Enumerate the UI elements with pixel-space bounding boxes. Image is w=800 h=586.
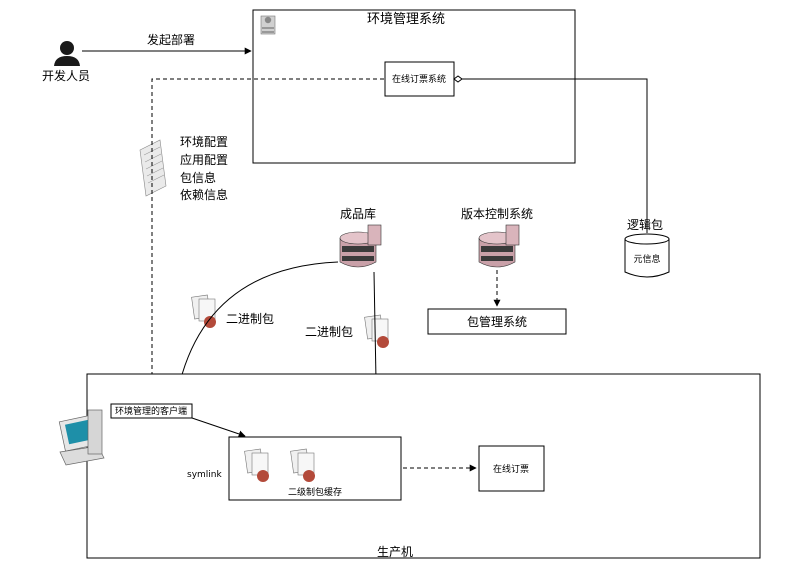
client-label: 环境管理的客户端 — [115, 405, 187, 417]
package-mgmt-label: 包管理系统 — [467, 314, 527, 329]
person-icon — [54, 41, 80, 66]
deploy-action-label: 发起部署 — [147, 32, 195, 47]
database-icon — [339, 224, 382, 268]
artifact-repo-label: 成品库 — [340, 206, 376, 221]
document-icon — [139, 139, 167, 197]
cylinder-icon — [624, 233, 670, 278]
production-box — [86, 373, 761, 559]
binary-package-icon-left — [191, 294, 216, 328]
config-line-1: 环境配置 — [180, 134, 228, 149]
client-box[interactable] — [110, 403, 193, 419]
config-line-2: 应用配置 — [180, 152, 228, 167]
online-booking-inner-box[interactable] — [384, 61, 455, 97]
cache-package-icon-1 — [244, 448, 269, 482]
cache-label: 二级制包缓存 — [288, 486, 342, 498]
logic-pkg-link — [458, 78, 648, 233]
vcs-label: 版本控制系统 — [461, 207, 533, 221]
computer-icon — [58, 409, 105, 466]
config-dashed-path — [148, 78, 384, 400]
online-booking-box[interactable] — [478, 445, 545, 492]
online-booking-label: 在线订票 — [493, 463, 529, 475]
server-icon — [260, 15, 276, 35]
config-line-3: 包信息 — [180, 170, 216, 185]
production-label: 生产机 — [377, 545, 413, 559]
logic-pkg-label: 逻辑包 — [627, 218, 663, 232]
developer-label: 开发人员 — [42, 68, 90, 83]
cache-package-icon-2 — [290, 448, 315, 482]
binary-left-label: 二进制包 — [226, 312, 274, 326]
config-line-4: 依赖信息 — [180, 187, 228, 202]
online-booking-inner-label: 在线订票系统 — [392, 73, 446, 85]
repo-to-client-arrow — [173, 261, 339, 401]
client-to-cache-arrow — [191, 417, 246, 438]
package-mgmt-box[interactable] — [427, 308, 567, 335]
env-system-title: 环境管理系统 — [367, 12, 445, 27]
metadata-label: 元信息 — [633, 253, 660, 265]
symlink-label: symlink — [187, 470, 222, 480]
diamond-marker — [453, 75, 463, 83]
binary-package-icon-right — [364, 314, 389, 348]
binary-right-label: 二进制包 — [305, 325, 353, 339]
vcs-database-icon — [478, 224, 520, 268]
